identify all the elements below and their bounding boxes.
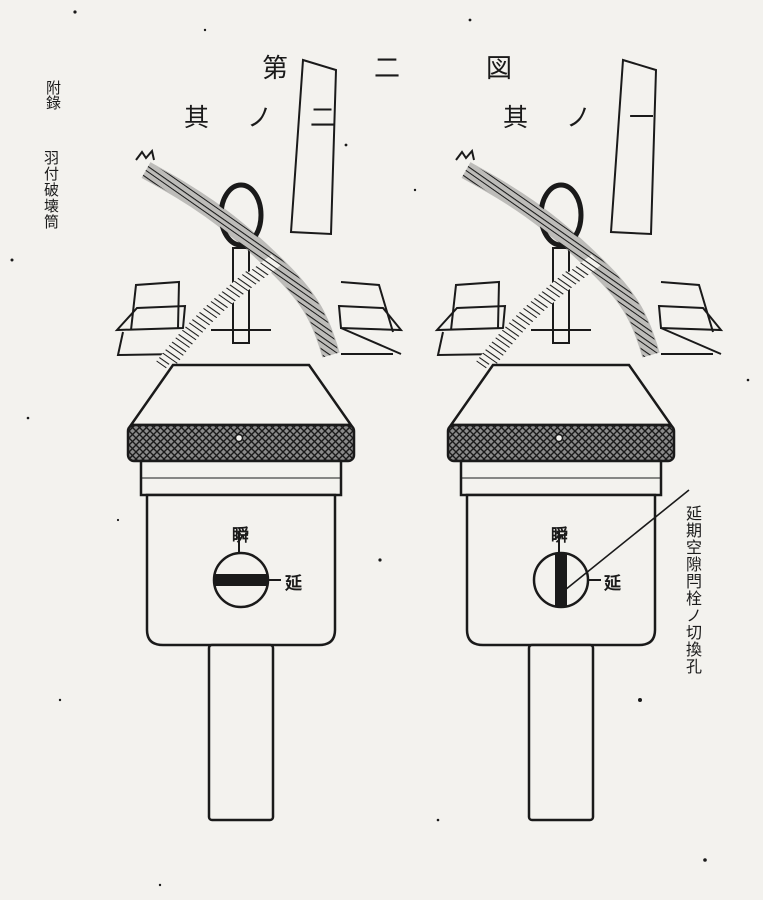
- callout-leader: [564, 489, 690, 591]
- dial-top-label-left: 瞬: [232, 526, 249, 546]
- appendix-label: 附錄: [44, 80, 62, 110]
- panel-subtitle-right: 其ノ一: [503, 103, 693, 132]
- switch-slot-vertical: [555, 554, 567, 606]
- dial-side-label-left: 延: [285, 574, 302, 594]
- dial-side-label-right: 延: [604, 574, 621, 594]
- callout-label: 延期空隙閂栓ノ切換孔: [683, 505, 702, 675]
- figure-title: 第二図: [262, 54, 599, 84]
- panel-subtitle-left: 其ノ二: [184, 103, 374, 132]
- figure-caption: 羽付破壊筒: [42, 150, 60, 230]
- device-right: [437, 60, 721, 820]
- switch-slot-horizontal: [215, 574, 267, 586]
- device-left: [117, 60, 401, 820]
- dial-top-label-right: 瞬: [551, 526, 568, 546]
- paper-specks: [10, 10, 750, 887]
